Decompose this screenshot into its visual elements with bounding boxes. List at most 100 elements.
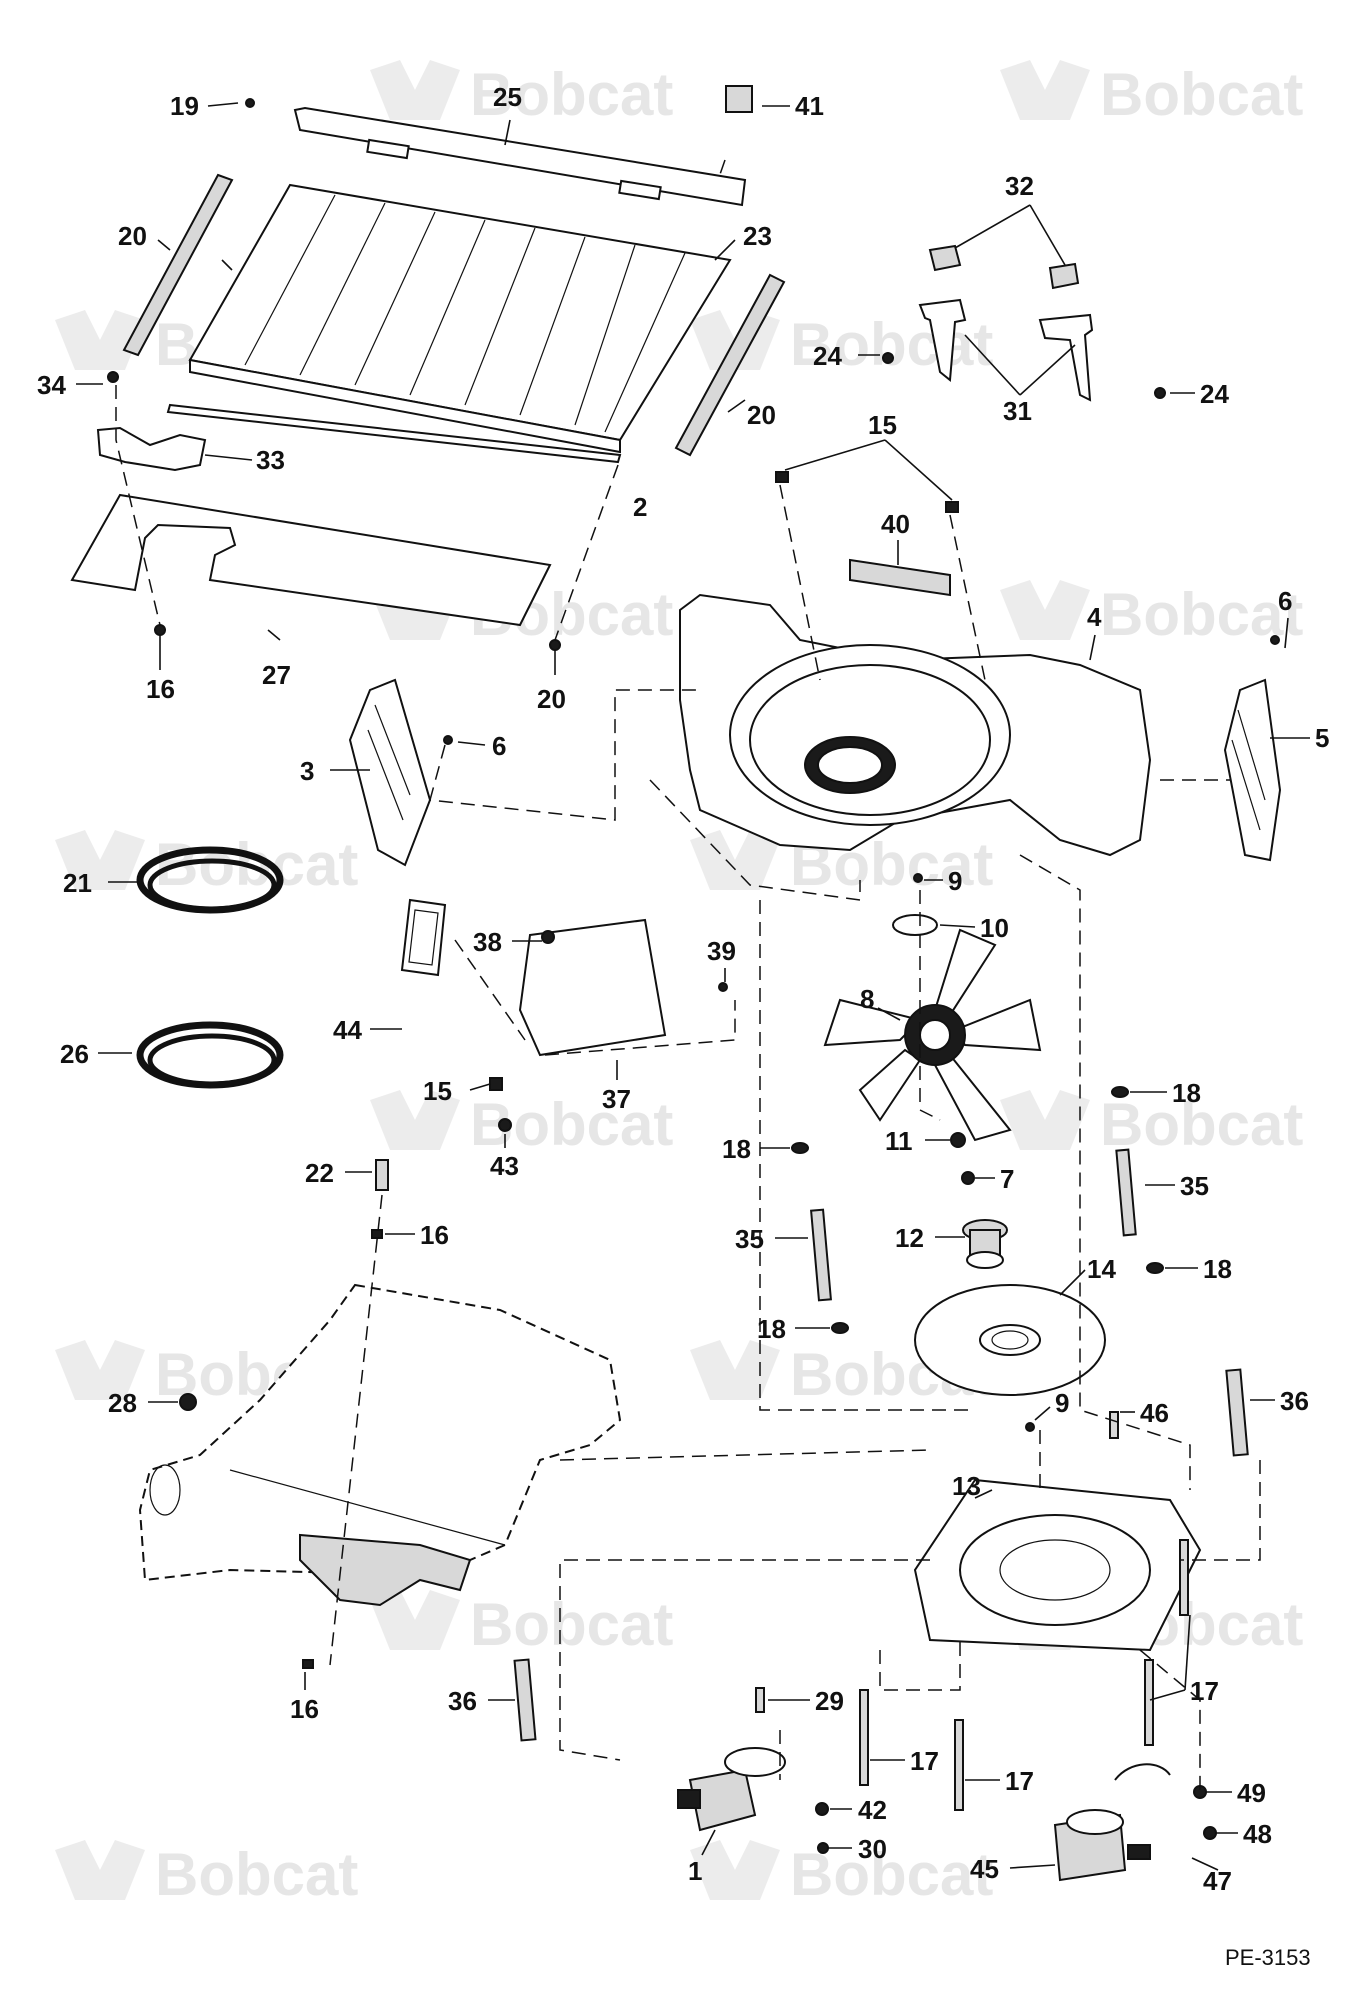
watermark: Bobcat bbox=[1000, 580, 1303, 648]
callout-25: 25 bbox=[493, 82, 522, 112]
callout-27: 27 bbox=[262, 660, 291, 690]
part-side-grille-right bbox=[1223, 678, 1282, 862]
callout-37: 37 bbox=[602, 1084, 631, 1114]
watermark: Bobcat bbox=[1000, 1090, 1303, 1158]
part-fastener bbox=[1203, 1826, 1217, 1840]
part-stud bbox=[859, 1689, 869, 1786]
part-seal-bar bbox=[166, 403, 622, 464]
part-rod-36 bbox=[513, 1658, 537, 1742]
part-side-grille-left bbox=[348, 678, 432, 867]
callout-41: 41 bbox=[795, 91, 824, 121]
svg-text:Bobcat: Bobcat bbox=[1100, 1091, 1303, 1158]
callout-17: 17 bbox=[1005, 1766, 1034, 1796]
part-hose-coil-26 bbox=[136, 1021, 284, 1089]
callout-15: 15 bbox=[868, 410, 897, 440]
callout-22: 22 bbox=[305, 1158, 334, 1188]
callout-18: 18 bbox=[1203, 1254, 1232, 1284]
callout-38: 38 bbox=[473, 927, 502, 957]
callout-16: 16 bbox=[146, 674, 175, 704]
part-hose-coil-21 bbox=[136, 846, 284, 914]
svg-text:Bobcat: Bobcat bbox=[790, 311, 993, 378]
part-fastener bbox=[443, 735, 453, 745]
part-bracket-31 bbox=[918, 298, 967, 382]
callout-39: 39 bbox=[707, 936, 736, 966]
part-pump bbox=[677, 1747, 786, 1832]
part-fastener bbox=[154, 624, 166, 636]
callout-15: 15 bbox=[423, 1076, 452, 1106]
part-fastener bbox=[913, 873, 923, 883]
part-clip bbox=[302, 1659, 314, 1669]
part-seal-strip-left bbox=[122, 173, 234, 357]
callout-46: 46 bbox=[1140, 1398, 1169, 1428]
callout-23: 23 bbox=[743, 221, 772, 251]
callout-40: 40 bbox=[881, 509, 910, 539]
callout-30: 30 bbox=[858, 1834, 887, 1864]
callout-47: 47 bbox=[1203, 1866, 1232, 1896]
callout-18: 18 bbox=[757, 1314, 786, 1344]
part-fastener bbox=[718, 982, 728, 992]
part-rod-35 bbox=[1115, 1148, 1137, 1237]
part-fastener bbox=[1154, 387, 1166, 399]
part-rod-36 bbox=[1225, 1368, 1249, 1457]
callout-44: 44 bbox=[333, 1015, 362, 1045]
callout-18: 18 bbox=[722, 1134, 751, 1164]
part-fastener bbox=[107, 371, 119, 383]
callout-43: 43 bbox=[490, 1151, 519, 1181]
part-washer bbox=[1111, 1086, 1129, 1098]
part-seal-strip-right bbox=[674, 273, 786, 457]
callout-29: 29 bbox=[815, 1686, 844, 1716]
part-fastener bbox=[498, 1118, 512, 1132]
callout-19: 19 bbox=[170, 91, 199, 121]
part-mounting-plate bbox=[913, 1478, 1202, 1652]
callout-16: 16 bbox=[420, 1220, 449, 1250]
part-duct-37 bbox=[518, 918, 667, 1057]
watermark: Bobcat bbox=[370, 1590, 673, 1658]
svg-text:Bobcat: Bobcat bbox=[155, 1841, 358, 1908]
callout-33: 33 bbox=[256, 445, 285, 475]
callout-17: 17 bbox=[1190, 1676, 1219, 1706]
part-fastener bbox=[179, 1393, 197, 1411]
callout-20: 20 bbox=[537, 684, 566, 714]
part-fastener bbox=[1025, 1422, 1035, 1432]
callout-32: 32 bbox=[1005, 171, 1034, 201]
part-clip bbox=[945, 501, 959, 513]
callout-36: 36 bbox=[448, 1686, 477, 1716]
part-fastener bbox=[245, 98, 255, 108]
callout-13: 13 bbox=[952, 1471, 981, 1501]
part-stud bbox=[954, 1719, 964, 1811]
part-bolt bbox=[1109, 1411, 1119, 1439]
callout-35: 35 bbox=[735, 1224, 764, 1254]
watermark: Bobcat bbox=[690, 1840, 993, 1908]
callout-49: 49 bbox=[1237, 1778, 1266, 1808]
callout-31: 31 bbox=[1003, 396, 1032, 426]
callout-18: 18 bbox=[1172, 1078, 1201, 1108]
watermark: Bobcat bbox=[1000, 60, 1303, 128]
svg-text:Bobcat: Bobcat bbox=[470, 1591, 673, 1658]
part-gasket bbox=[400, 898, 447, 977]
callout-42: 42 bbox=[858, 1795, 887, 1825]
callout-12: 12 bbox=[895, 1223, 924, 1253]
part-fastener bbox=[549, 639, 561, 651]
part-engine-frame bbox=[138, 1283, 622, 1607]
callout-5: 5 bbox=[1315, 723, 1329, 753]
part-fastener bbox=[815, 1802, 829, 1816]
callout-20: 20 bbox=[118, 221, 147, 251]
callout-21: 21 bbox=[63, 868, 92, 898]
callout-11: 11 bbox=[885, 1126, 913, 1156]
callout-6: 6 bbox=[492, 731, 506, 761]
callout-9: 9 bbox=[948, 866, 962, 896]
callout-6: 6 bbox=[1278, 586, 1292, 616]
callout-8: 8 bbox=[860, 984, 874, 1014]
callout-24: 24 bbox=[813, 341, 842, 371]
part-gearbox bbox=[1053, 1763, 1171, 1882]
watermark: Bobcat bbox=[55, 830, 358, 898]
part-louver-grille bbox=[188, 183, 732, 454]
part-fastener bbox=[1270, 635, 1280, 645]
assembly-lines bbox=[115, 159, 1261, 1790]
callout-17: 17 bbox=[910, 1746, 939, 1776]
part-fastener bbox=[882, 352, 894, 364]
part-fan-shroud bbox=[679, 593, 1152, 857]
callout-28: 28 bbox=[108, 1388, 137, 1418]
callout-48: 48 bbox=[1243, 1819, 1272, 1849]
watermark: Bobcat bbox=[55, 1840, 358, 1908]
